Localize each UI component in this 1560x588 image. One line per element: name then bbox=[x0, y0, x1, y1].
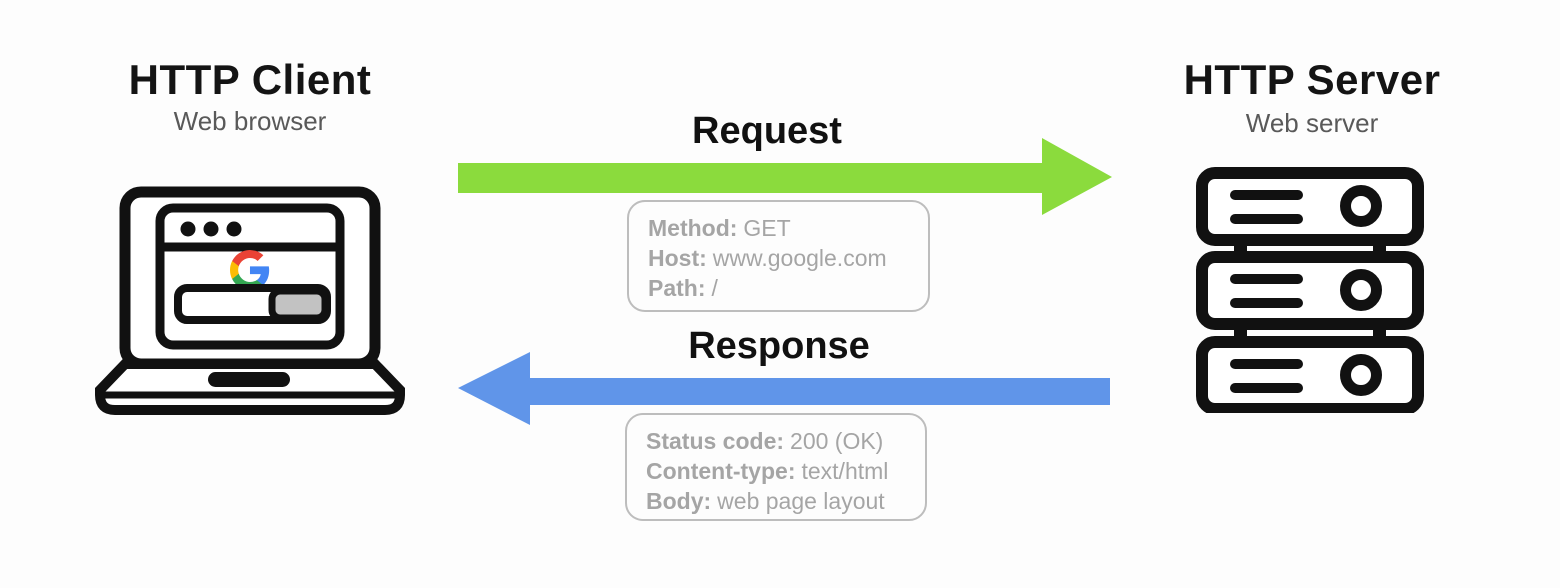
response-arrow bbox=[458, 352, 1110, 425]
request-arrow bbox=[458, 138, 1112, 215]
field-label: Status code: bbox=[646, 428, 785, 454]
field-value: 200 (OK) bbox=[790, 428, 884, 454]
response-field-status: Status code:200 (OK) bbox=[646, 426, 906, 456]
field-label: Host: bbox=[648, 245, 707, 271]
field-label: Content-type: bbox=[646, 458, 796, 484]
server-icon bbox=[1196, 167, 1424, 413]
response-label: Response bbox=[688, 325, 870, 367]
client-title: HTTP Client bbox=[128, 56, 372, 103]
request-field-host: Host:www.google.com bbox=[648, 243, 909, 273]
request-field-path: Path:/ bbox=[648, 273, 909, 303]
field-value: / bbox=[711, 275, 718, 301]
field-label: Body: bbox=[646, 488, 712, 514]
field-label: Path: bbox=[648, 275, 706, 301]
field-value: web page layout bbox=[717, 488, 885, 514]
response-field-body: Body:web page layout bbox=[646, 486, 906, 516]
response-field-content-type: Content-type:text/html bbox=[646, 456, 906, 486]
server-title: HTTP Server bbox=[1183, 56, 1441, 103]
client-subtitle: Web browser bbox=[173, 106, 327, 136]
search-button-icon bbox=[268, 287, 329, 322]
field-value: text/html bbox=[801, 458, 889, 484]
field-label: Method: bbox=[648, 215, 738, 241]
browser-dots-icon bbox=[180, 221, 242, 237]
field-value: GET bbox=[743, 215, 791, 241]
server-subtitle: Web server bbox=[1245, 108, 1379, 138]
request-details-box: Method:GET Host:www.google.com Path:/ bbox=[627, 200, 930, 312]
request-label: Request bbox=[692, 110, 842, 152]
request-field-method: Method:GET bbox=[648, 213, 909, 243]
laptop-icon bbox=[95, 186, 405, 415]
field-value: www.google.com bbox=[712, 245, 887, 271]
response-details-box: Status code:200 (OK) Content-type:text/h… bbox=[625, 413, 927, 521]
